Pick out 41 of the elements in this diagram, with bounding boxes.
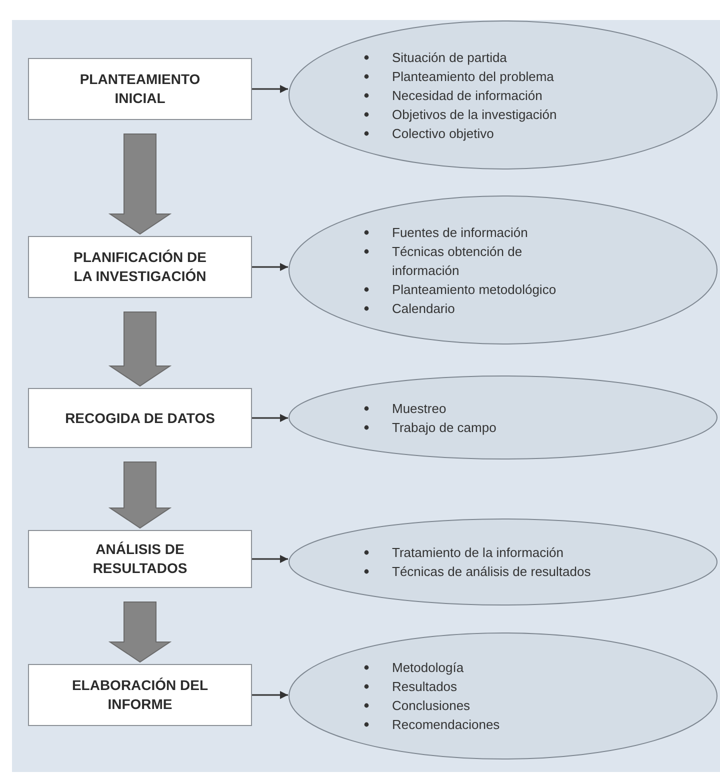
bullet-item: Calendario [392, 300, 455, 318]
step-title: ANÁLISIS DE RESULTADOS [92, 540, 188, 578]
arrow [252, 555, 288, 563]
arrow [252, 691, 288, 699]
bullet-item: Situación de partida [392, 48, 507, 66]
bullet-item: Técnicas obtención de información [392, 242, 524, 280]
bullet-item: Tratamiento de la información [392, 544, 564, 562]
bullet-ellipse [288, 518, 718, 606]
arrow [252, 414, 288, 422]
bullet-item: Recomendaciones [392, 716, 500, 734]
bullet-item: Colectivo objetivo [392, 124, 494, 142]
bullet-ellipse [288, 195, 718, 345]
block-arrow [108, 312, 172, 387]
step-title: PLANIFICACIÓN DE LA INVESTIGACIÓN [72, 248, 208, 286]
bullet-item: Metodología [392, 659, 464, 677]
bullet-item: Técnicas de análisis de resultados [392, 563, 591, 581]
bullet-item: Fuentes de información [392, 224, 528, 242]
block-arrow [108, 462, 172, 529]
bullet-item: Planteamiento del problema [392, 68, 554, 86]
bullet-ellipse [288, 20, 718, 170]
bullet-ellipse [288, 632, 718, 760]
bullet-item: Conclusiones [392, 697, 470, 715]
process-box [28, 664, 252, 726]
process-box [28, 388, 252, 448]
bullet-item: Objetivos de la investigación [392, 106, 557, 124]
step-title: PLANTEAMIENTO INICIAL [78, 70, 202, 108]
step-title: ELABORACIÓN DEL INFORME [70, 676, 210, 714]
arrow [252, 85, 288, 93]
step-title: RECOGIDA DE DATOS [65, 408, 215, 428]
bullet-item: Muestreo [392, 400, 446, 418]
bullet-item: Trabajo de campo [392, 418, 496, 436]
bullet-item: Resultados [392, 678, 458, 696]
arrow [252, 263, 288, 271]
bullet-item: Planteamiento metodológico [392, 280, 556, 298]
process-box [28, 58, 252, 120]
process-box [28, 236, 252, 298]
block-arrow [108, 602, 172, 663]
bullet-ellipse [288, 375, 718, 460]
process-box [28, 530, 252, 588]
bullet-item: Necesidad de información [392, 86, 542, 104]
block-arrow [108, 134, 172, 235]
